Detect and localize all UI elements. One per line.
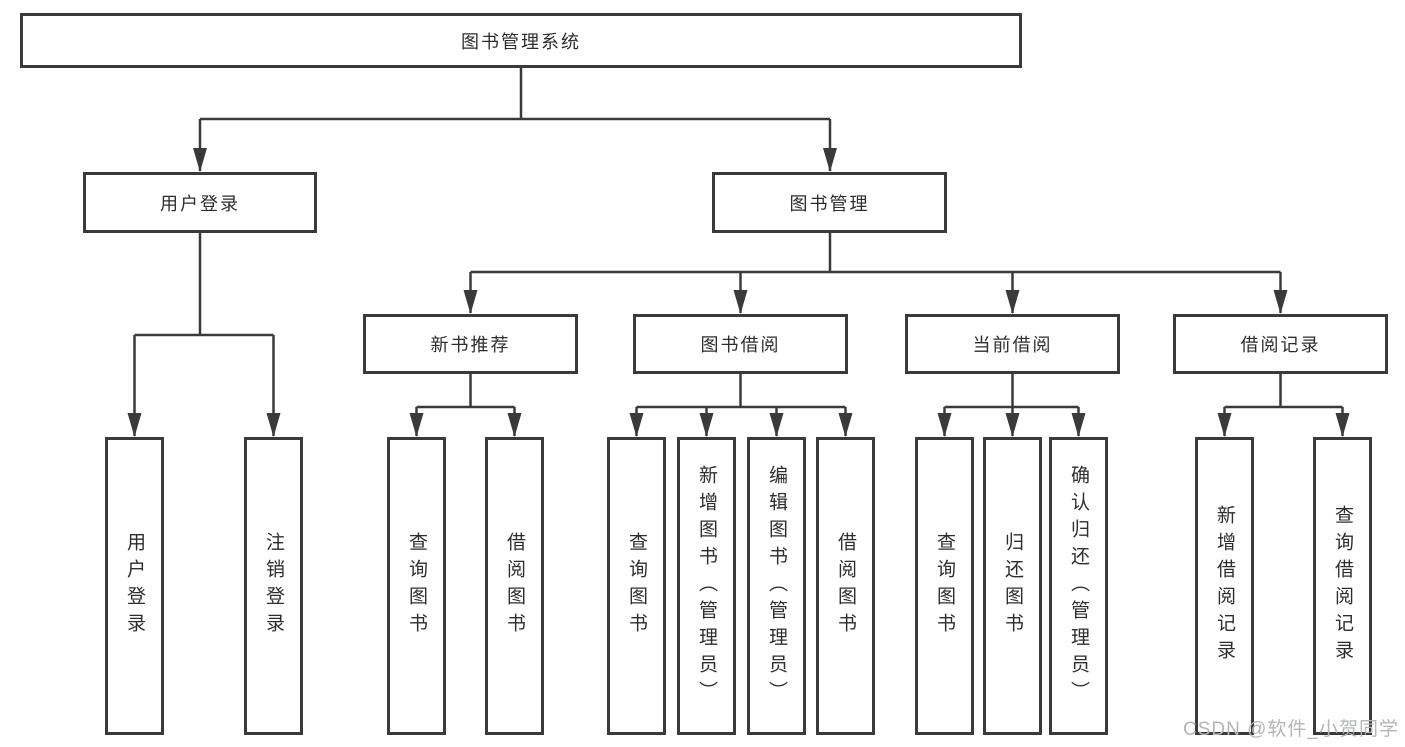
leaf-label: 新增借阅记录	[1214, 505, 1235, 667]
leaf-label: 编辑图书（管理员）	[766, 464, 787, 708]
leaf-label: 查询图书	[934, 532, 955, 640]
node-library-management-system: 图书管理系统	[20, 13, 1022, 68]
node-book-borrow: 图书借阅	[633, 314, 848, 374]
node-user-login: 用户登录	[83, 172, 317, 233]
leaf-query-borrow-record: 查询借阅记录	[1313, 437, 1372, 735]
leaf-label: 归还图书	[1002, 532, 1023, 640]
leaf-borrow-books: 借阅图书	[816, 437, 875, 735]
leaf-label: 注销登录	[263, 532, 284, 640]
leaf-label: 查询借阅记录	[1332, 505, 1353, 667]
leaf-label: 借阅图书	[835, 532, 856, 640]
leaf-label: 用户登录	[124, 532, 145, 640]
leaf-add-borrow-record: 新增借阅记录	[1195, 437, 1254, 735]
leaf-user-login: 用户登录	[105, 437, 164, 735]
node-borrow-records: 借阅记录	[1173, 314, 1388, 374]
leaf-query-books-borrow: 查询图书	[607, 437, 666, 735]
leaf-confirm-return-admin: 确认归还（管理员）	[1049, 437, 1108, 735]
leaf-label: 查询图书	[626, 532, 647, 640]
leaf-borrow-books-recommend: 借阅图书	[485, 437, 544, 735]
csdn-watermark: CSDN @软件_小贺同学	[1183, 719, 1399, 740]
leaf-edit-books-admin: 编辑图书（管理员）	[747, 437, 806, 735]
leaf-label: 借阅图书	[504, 532, 525, 640]
leaf-return-books: 归还图书	[983, 437, 1042, 735]
leaf-query-books-recommend: 查询图书	[387, 437, 446, 735]
leaf-add-books-admin: 新增图书（管理员）	[677, 437, 736, 735]
leaf-label: 新增图书（管理员）	[696, 464, 717, 708]
node-current-borrow: 当前借阅	[905, 314, 1120, 374]
leaf-query-books-current: 查询图书	[915, 437, 974, 735]
leaf-label: 查询图书	[406, 532, 427, 640]
leaf-label: 确认归还（管理员）	[1068, 464, 1089, 708]
node-book-management: 图书管理	[712, 172, 947, 233]
leaf-logout: 注销登录	[244, 437, 303, 735]
node-new-book-recommend: 新书推荐	[363, 314, 578, 374]
